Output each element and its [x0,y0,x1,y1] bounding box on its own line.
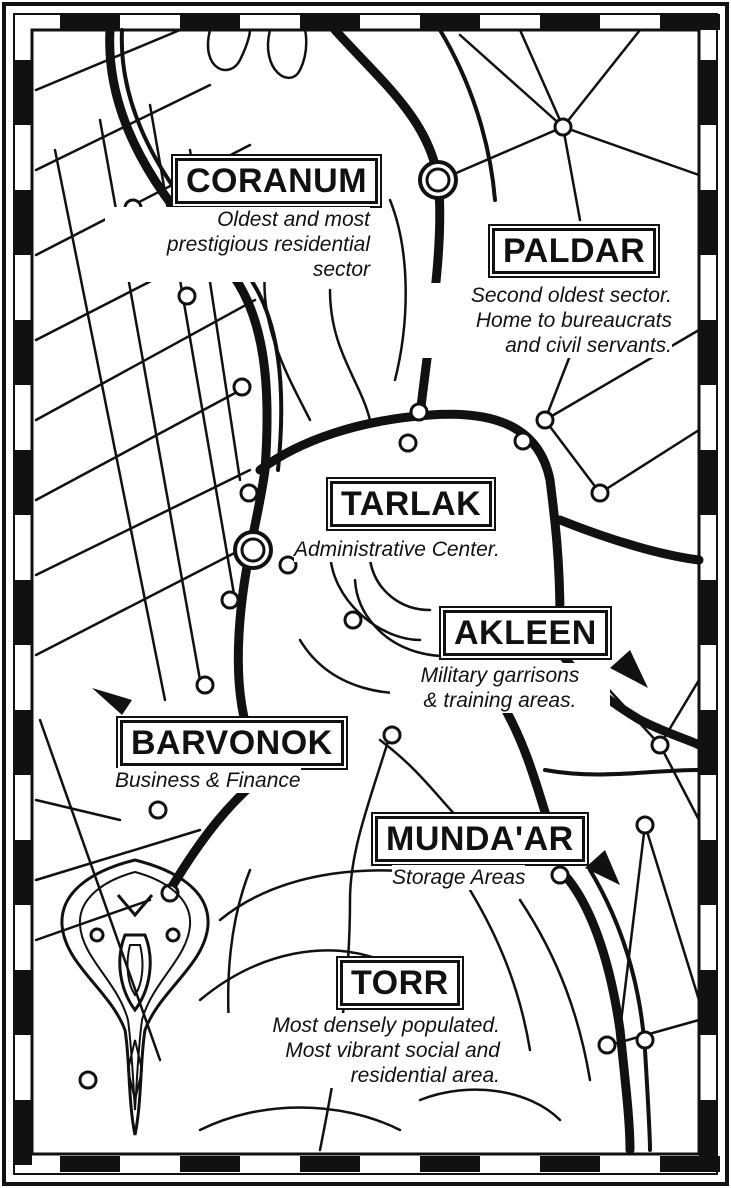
sector-label-akleen: AKLEEN [441,608,610,658]
sector-label-tarlak: TARLAK [327,479,495,529]
sector-label-mundaar: MUNDA'AR [373,814,587,864]
label-pointers [92,650,648,885]
sector-desc-akleen: Military garrisons & training areas. [390,663,610,713]
sector-label-torr: TORR [338,958,462,1008]
sector-label-barvonok: BARVONOK [118,718,346,768]
sector-label-coranum: CORANUM [172,156,381,206]
map-nodes [78,117,670,1090]
sector-desc-coranum: Oldest and most prestigious residential … [105,207,370,282]
sector-desc-paldar: Second oldest sector. Home to bureaucrat… [412,283,672,358]
city-emblem-icon [60,858,210,1136]
sector-desc-torr: Most densely populated. Most vibrant soc… [205,1013,500,1088]
sector-desc-barvonok: Business & Finance [115,768,301,793]
sector-desc-tarlak: Administrative Center. [294,537,500,562]
sector-label-paldar: PALDAR [489,226,659,276]
sector-desc-mundaar: Storage Areas [392,865,526,890]
